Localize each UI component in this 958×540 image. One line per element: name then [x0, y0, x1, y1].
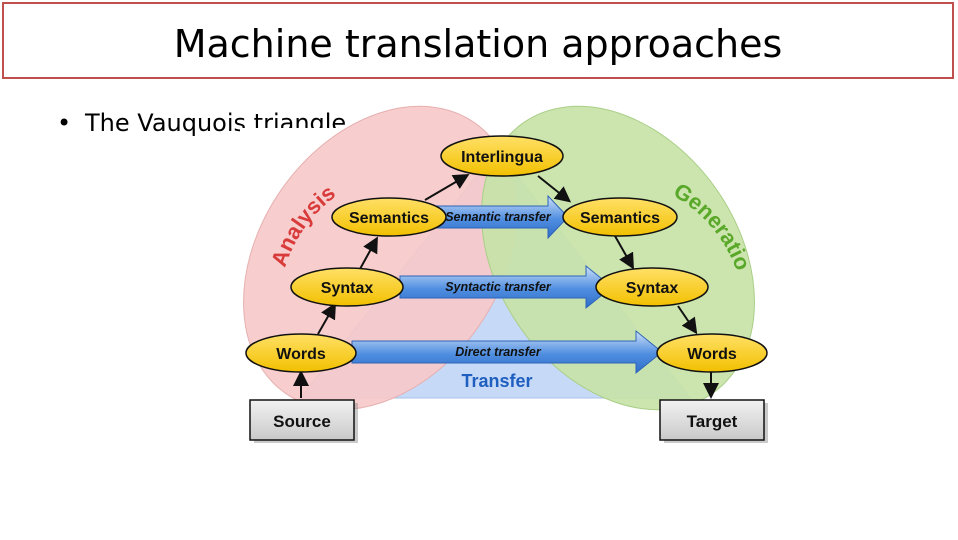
syntax-to-words-arrow — [677, 305, 698, 335]
syntax-to-semantics-arrow — [359, 236, 378, 270]
syntax-right-label: Syntax — [626, 280, 679, 297]
title-box: Machine translation approaches — [2, 2, 954, 79]
semantics-right-label: Semantics — [580, 210, 660, 227]
semantics-left-label: Semantics — [349, 210, 429, 227]
bullet-icon: • — [57, 109, 72, 137]
slide-title: Machine translation approaches — [173, 22, 783, 66]
node-syntax-right: Syntax — [595, 267, 709, 307]
syntactic-transfer-label: Syntactic transfer — [445, 280, 552, 294]
semantic-transfer-label: Semantic transfer — [445, 210, 552, 224]
syntactic-transfer-arrow: Syntactic transfer — [399, 264, 613, 310]
interlingua-label: Interlingua — [461, 149, 543, 166]
semantics-to-interlingua-arrow — [424, 173, 470, 201]
source-box: Source — [249, 399, 358, 443]
node-words-right: Words — [656, 333, 768, 373]
connector-arrows — [293, 173, 719, 399]
words-to-syntax-arrow — [317, 302, 336, 335]
direct-transfer-arrow: Direct transfer — [351, 329, 663, 375]
semantic-transfer-arrow: Semantic transfer — [427, 194, 569, 240]
node-semantics-right: Semantics — [562, 197, 678, 237]
transfer-region-label: Transfer — [461, 371, 532, 391]
target-box: Target — [659, 399, 768, 443]
node-syntax-left: Syntax — [290, 267, 404, 307]
target-label: Target — [687, 412, 738, 431]
interlingua-to-semantics-arrow — [537, 175, 572, 203]
overlap-mask — [240, 128, 360, 140]
direct-transfer-label: Direct transfer — [455, 345, 542, 359]
node-semantics-left: Semantics — [331, 197, 447, 237]
words-left-label: Words — [276, 346, 326, 363]
syntax-left-label: Syntax — [321, 280, 374, 297]
words-right-label: Words — [687, 346, 737, 363]
source-label: Source — [273, 412, 331, 431]
semantics-to-syntax-arrow — [614, 235, 634, 270]
node-words-left: Words — [245, 333, 357, 373]
node-interlingua: Interlingua — [440, 135, 564, 177]
